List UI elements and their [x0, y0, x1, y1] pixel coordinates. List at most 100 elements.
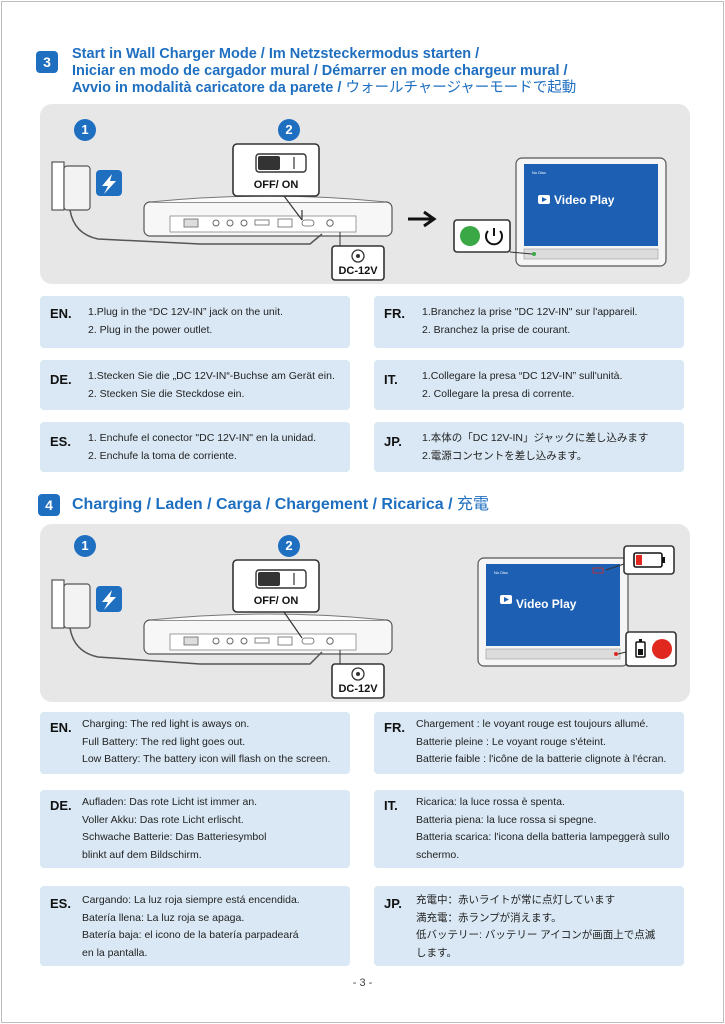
- section-4-illustration: OFF/ ON DC-12V No Disc Video Play: [51, 545, 677, 699]
- s3-fr-line-1: 1.Branchez la prise "DC 12V-IN" sur l'ap…: [422, 306, 638, 318]
- s4-lang-it: IT.: [384, 798, 398, 813]
- s4-text-en: Charging: The red light is aways on. Ful…: [82, 716, 344, 769]
- s4-box-en: EN. Charging: The red light is aways on.…: [40, 712, 350, 774]
- s3-de-line-1: 1.Stecken Sie die „DC 12V-IN“-Buchse am …: [88, 370, 335, 382]
- svg-text:No Disc: No Disc: [532, 170, 546, 175]
- s4-box-es: ES. Cargando: La luz roja siempre está e…: [40, 886, 350, 966]
- lightning-icon: [96, 170, 122, 196]
- s3-lang-de: DE.: [50, 372, 72, 387]
- s4-lang-de: DE.: [50, 798, 72, 813]
- s3-lang-it: IT.: [384, 372, 398, 387]
- s3-lang-fr: FR.: [384, 306, 405, 321]
- lightning-icon: [96, 586, 122, 612]
- power-switch-callout: [232, 143, 320, 221]
- s4-jp-line-3: 低バッテリー: バッテリー アイコンが画面上で点滅します。: [416, 929, 656, 959]
- portable-player-screen: No Disc: [515, 157, 667, 267]
- s3-lang-jp: JP.: [384, 434, 402, 449]
- s3-jp-line-1: 1.本体の「DC 12V-IN」ジャックに差し込みます: [422, 432, 649, 444]
- s4-box-fr: FR. Chargement : le voyant rouge est tou…: [374, 712, 684, 774]
- s4-de-line-2: Voller Akku: Das rote Licht erlischt.: [82, 813, 244, 826]
- s4-it-line-1: Ricarica: la luce rossa è spenta.: [416, 796, 565, 808]
- s3-it-line-1: 1.Collegare la presa “DC 12V-IN” sull'un…: [422, 370, 623, 382]
- s4-box-de: DE. Aufladen: Das rote Licht ist immer a…: [40, 790, 350, 868]
- dc-jack-callout: [331, 650, 385, 699]
- s3-de-line-2: 2. Stecken Sie die Steckdose ein.: [88, 387, 245, 400]
- section-3-step-2-badge: 2: [278, 119, 300, 141]
- s3-text-it: 1.Collegare la presa “DC 12V-IN” sull'un…: [422, 368, 678, 403]
- page-number: - 3 -: [352, 977, 373, 989]
- s4-en-line-3: Low Battery: The battery icon will flash…: [82, 753, 331, 765]
- dvd-player-unit: [143, 613, 393, 655]
- s3-text-en: 1.Plug in the “DC 12V-IN” jack on the un…: [88, 304, 344, 339]
- s3-es-line-2: 2. Enchufe la toma de corriente.: [88, 449, 237, 462]
- s4-en-line-2: Full Battery: The red light goes out.: [82, 735, 246, 748]
- dc-jack-callout: [331, 232, 385, 281]
- s4-en-line-1: Charging: The red light is aways on.: [82, 718, 250, 730]
- power-switch-callout: [232, 559, 320, 639]
- portable-player-screen: No Disc: [477, 557, 629, 667]
- s3-en-line-1: 1.Plug in the “DC 12V-IN” jack on the un…: [88, 306, 283, 318]
- s3-box-fr: FR. 1.Branchez la prise "DC 12V-IN" sur …: [374, 296, 684, 348]
- switch-label: OFF/ ON: [254, 179, 299, 191]
- s4-text-es: Cargando: La luz roja siempre está encen…: [82, 892, 310, 962]
- low-battery-callout: [605, 545, 675, 575]
- s3-lang-es: ES.: [50, 434, 71, 449]
- s3-box-it: IT. 1.Collegare la presa “DC 12V-IN” sul…: [374, 360, 684, 410]
- s4-box-jp: JP. 充電中：赤いライトが常に点灯しています 満充電：赤ランプが消えます。 低…: [374, 886, 684, 966]
- s4-text-jp: 充電中：赤いライトが常に点灯しています 満充電：赤ランプが消えます。 低バッテリ…: [416, 892, 656, 962]
- dc-label: DC-12V: [338, 683, 378, 695]
- section-3-title-line-3-jp: ウォールチャージャーモードで起動: [345, 80, 577, 96]
- s4-text-it: Ricarica: la luce rossa è spenta. Batter…: [416, 794, 674, 864]
- s4-fr-line-1: Chargement : le voyant rouge est toujour…: [416, 718, 649, 730]
- section-3-title-line-3-latin: Avvio in modalità caricatore da parete /: [72, 80, 346, 96]
- s4-text-de: Aufladen: Das rote Licht ist immer an. V…: [82, 794, 290, 864]
- s3-it-line-2: 2. Collegare la presa di corrente.: [422, 387, 575, 400]
- s3-text-es: 1. Enchufe el conector "DC 12V-IN" en la…: [88, 430, 344, 465]
- section-4-step-1-badge: 1: [74, 535, 96, 557]
- section-3-illustration: OFF/ ON DC-12V No Disc Video Play: [51, 143, 667, 281]
- section-4-title-jp: 充電: [456, 496, 489, 513]
- s3-text-jp: 1.本体の「DC 12V-IN」ジャックに差し込みます 2.電源コンセントを差し…: [422, 430, 678, 465]
- s3-text-fr: 1.Branchez la prise "DC 12V-IN" sur l'ap…: [422, 304, 678, 339]
- section-4-title-line: Charging / Laden / Carga / Chargement / …: [72, 494, 489, 516]
- screen-text: Video Play: [554, 193, 615, 207]
- s3-fr-line-2: 2. Branchez la prise de courant.: [422, 323, 571, 336]
- s4-de-line-3: Schwache Batterie: Das Batteriesymbol bl…: [82, 831, 267, 861]
- s3-box-jp: JP. 1.本体の「DC 12V-IN」ジャックに差し込みます 2.電源コンセン…: [374, 422, 684, 472]
- arrow-right-icon: [408, 210, 437, 228]
- dvd-player-unit: [143, 195, 393, 237]
- s3-box-es: ES. 1. Enchufe el conector "DC 12V-IN" e…: [40, 422, 350, 472]
- s3-text-de: 1.Stecken Sie die „DC 12V-IN“-Buchse am …: [88, 368, 344, 403]
- section-3-step-1-badge: 1: [74, 119, 96, 141]
- s4-fr-line-2: Batterie pleine : Le voyant rouge s'étei…: [416, 735, 606, 748]
- section-3-title-line-3: Avvio in modalità caricatore da parete /…: [72, 80, 576, 97]
- s3-en-line-2: 2. Plug in the power outlet.: [88, 323, 213, 336]
- s3-box-en: EN. 1.Plug in the “DC 12V-IN” jack on th…: [40, 296, 350, 348]
- dc-label: DC-12V: [338, 265, 378, 277]
- s4-jp-line-1: 充電中：赤いライトが常に点灯しています: [416, 894, 616, 906]
- s3-es-line-1: 1. Enchufe el conector "DC 12V-IN" en la…: [88, 432, 317, 444]
- s4-jp-line-2: 満充電：赤ランプが消えます。: [416, 911, 562, 924]
- s4-es-line-3: Batería baja: el icono de la batería par…: [82, 929, 299, 959]
- power-led-callout: [453, 219, 533, 255]
- section-3-title-line-2: Iniciar en modo de cargador mural / Déma…: [72, 63, 568, 79]
- s4-lang-fr: FR.: [384, 720, 405, 735]
- s4-box-it: IT. Ricarica: la luce rossa è spenta. Ba…: [374, 790, 684, 868]
- s4-es-line-2: Batería llena: La luz roja se apaga.: [82, 911, 245, 924]
- svg-text:No Disc: No Disc: [494, 570, 508, 575]
- section-3-title: Start in Wall Charger Mode / Im Netzstec…: [72, 46, 576, 97]
- wall-adapter-icon: [51, 161, 201, 245]
- wall-adapter-icon: [51, 579, 201, 665]
- screen-text: Video Play: [516, 597, 577, 611]
- s4-it-line-3: Batteria scarica: l'icona della batteria…: [416, 831, 670, 861]
- s4-text-fr: Chargement : le voyant rouge est toujour…: [416, 716, 678, 769]
- s3-lang-en: EN.: [50, 306, 72, 321]
- section-4-number: 4: [38, 494, 60, 516]
- charging-led-callout: [617, 631, 677, 667]
- s4-fr-line-3: Batterie faible : l'icône de la batterie…: [416, 753, 667, 765]
- s4-lang-en: EN.: [50, 720, 72, 735]
- switch-label: OFF/ ON: [254, 595, 299, 607]
- s3-jp-line-2: 2.電源コンセントを差し込みます。: [422, 449, 588, 462]
- s4-es-line-1: Cargando: La luz roja siempre está encen…: [82, 894, 300, 906]
- section-4-step-2-badge: 2: [278, 535, 300, 557]
